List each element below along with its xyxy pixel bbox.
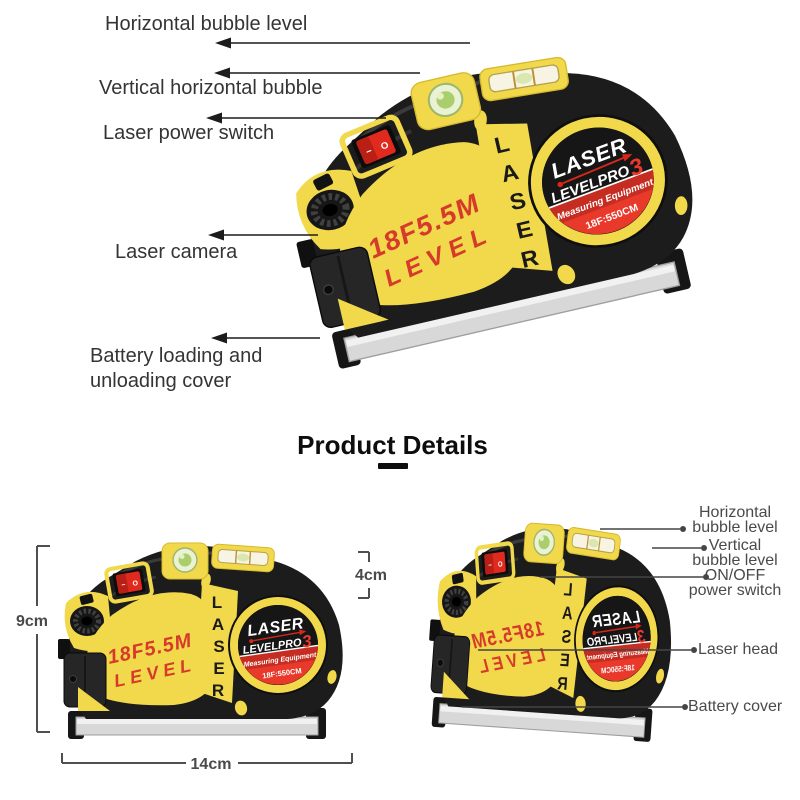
ruler-rail xyxy=(431,696,653,742)
laser-letter: L xyxy=(492,131,512,159)
product-photo-side-mirrored: 18F5.5M LEVEL L A S E R LASER LEVELPRO 3… xyxy=(420,514,690,756)
deco-oval xyxy=(674,196,688,215)
laser-stripe xyxy=(196,583,238,703)
logo-badge: LASER LEVELPRO 3 Measuring Equipment 18F… xyxy=(228,595,328,695)
arrow-horizontal-bubble-level xyxy=(215,37,470,49)
laser-letter: L xyxy=(563,580,573,601)
label-vb-line1: Vertical xyxy=(708,537,762,554)
laser-beam-icon xyxy=(249,629,307,644)
dimension-line-4cm xyxy=(358,551,370,599)
label-battery-cover-2: Battery cover xyxy=(688,698,783,715)
laser-beam-icon xyxy=(592,623,642,636)
label-laser-power-switch: Laser power switch xyxy=(103,122,275,144)
switch-on-mark: − xyxy=(364,146,374,158)
switch-off-mark: O xyxy=(132,580,139,588)
laser-letter: R xyxy=(556,674,568,695)
dim-height-label: 9cm xyxy=(16,613,48,630)
yellow-side-panel xyxy=(340,142,521,306)
logo-badge: LASER LEVELPRO 3 Measuring Equipment 18F… xyxy=(574,585,660,693)
laser-letter: E xyxy=(213,659,224,678)
label-hb2-line2: bubble level xyxy=(692,519,778,536)
label-battery-cover-line2: unloading cover xyxy=(90,370,232,392)
label-onoff-power-switch: ON/OFF power switch xyxy=(674,567,796,599)
power-switch: − O xyxy=(474,541,516,585)
logo-number: 3 xyxy=(301,631,314,651)
label-vb-line2: bubble level xyxy=(692,552,778,569)
deco-oval xyxy=(327,670,337,684)
logo-series: LEVELPRO xyxy=(586,631,638,650)
laser-letter: A xyxy=(561,603,573,624)
horizontal-bubble-vial xyxy=(566,526,621,561)
label-laser-head: Laser head xyxy=(698,641,779,658)
label-battery-cover-line1: Battery loading and xyxy=(90,345,263,367)
label-horizontal-bubble-level-2: Horizontal bubble level xyxy=(679,504,791,536)
laser-letter: R xyxy=(212,681,224,700)
horizontal-bubble-vial xyxy=(211,543,275,573)
deco-oval xyxy=(655,668,665,684)
product-photo-top: 18F5.5M LEVEL L A S E R LASER LEVELPRO 3… xyxy=(264,21,736,388)
dim-depth-label: 4cm xyxy=(355,567,387,584)
vertical-bubble-vial xyxy=(523,522,565,565)
laser-letter: A xyxy=(212,615,224,634)
laser-beam-icon xyxy=(557,154,633,188)
heading-underline xyxy=(378,463,408,469)
yellow-side-panel xyxy=(85,592,214,706)
deco-triangle xyxy=(442,671,470,700)
laser-letter: S xyxy=(213,637,224,656)
label-vertical-horizontal-bubble: Vertical horizontal bubble xyxy=(99,77,323,99)
ruler-rail xyxy=(68,708,326,739)
yellow-side-panel xyxy=(451,576,564,697)
laser-letter: S xyxy=(507,187,528,215)
laser-stripe xyxy=(543,567,587,698)
switch-off-mark: O xyxy=(498,561,503,569)
dimension-line-14cm xyxy=(61,753,353,764)
laser-head-knob xyxy=(70,593,104,636)
label-laser-camera: Laser camera xyxy=(115,241,238,263)
laser-letter: L xyxy=(212,593,222,612)
dimension-line-9cm xyxy=(36,545,50,733)
label-horizontal-bubble-level: Horizontal bubble level xyxy=(105,13,308,35)
label-vertical-bubble-level: Vertical bubble level xyxy=(679,537,791,569)
logo-number: 3 xyxy=(637,627,646,648)
vertical-bubble-vial xyxy=(161,542,209,580)
logo-title: LASER xyxy=(591,608,640,632)
switch-on-mark: − xyxy=(121,582,126,590)
laser-head-knob xyxy=(306,173,354,231)
page-title: Product Details xyxy=(297,430,488,460)
label-battery-cover: Battery loading and unloading cover xyxy=(90,344,262,394)
power-switch: − O xyxy=(104,561,154,604)
deco-oval xyxy=(234,700,248,716)
laser-letter: E xyxy=(514,216,535,244)
deco-triangle xyxy=(78,687,110,711)
laser-letter: R xyxy=(518,244,541,273)
switch-off-mark: O xyxy=(379,140,391,153)
product-photo-side: 18F5.5M LEVEL L A S E R LASER LEVELPRO 3… xyxy=(56,541,356,751)
laser-letter: S xyxy=(561,627,572,648)
deco-oval xyxy=(557,264,576,285)
laser-letter: A xyxy=(499,158,522,187)
dim-width-label: 14cm xyxy=(191,756,232,773)
label-sw-line2: power switch xyxy=(688,582,782,599)
switch-on-mark: − xyxy=(488,562,492,570)
logo-badge: LASER LEVELPRO 3 Measuring Equipment 18F… xyxy=(528,114,668,248)
battery-cover-part xyxy=(430,634,471,695)
vertical-bubble-vial xyxy=(410,72,482,131)
laser-letter: E xyxy=(559,650,570,671)
label-hb2-line1: Horizontal xyxy=(698,504,772,521)
deco-triangle xyxy=(337,298,389,330)
power-switch: − O xyxy=(339,114,413,179)
deco-oval xyxy=(575,695,586,712)
logo-spec: 18F:550CM xyxy=(601,662,635,675)
laser-head-knob xyxy=(442,572,471,618)
label-sw-line1: ON/OFF xyxy=(704,567,766,584)
arrow-battery-cover xyxy=(211,332,320,344)
horizontal-bubble-vial xyxy=(479,56,569,102)
